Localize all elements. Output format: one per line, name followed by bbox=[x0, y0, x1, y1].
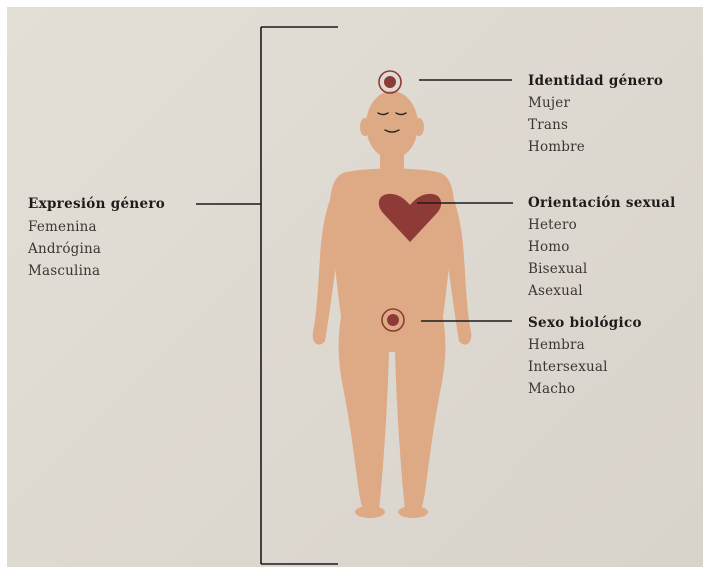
human-figure bbox=[313, 91, 472, 518]
figure-right-ear bbox=[414, 118, 424, 136]
identidad-marker bbox=[379, 71, 401, 93]
figure-neck bbox=[380, 149, 404, 171]
figure-right-foot bbox=[398, 506, 428, 518]
expresion-item: Femenina bbox=[28, 219, 97, 235]
sexo-item: Intersexual bbox=[528, 359, 608, 375]
identidad-dot bbox=[384, 76, 396, 88]
identidad-item: Trans bbox=[528, 117, 568, 133]
sexo-title: Sexo biológico bbox=[528, 315, 642, 331]
gender-diagram bbox=[7, 7, 703, 567]
sexo-dot bbox=[387, 314, 399, 326]
sexo-item: Hembra bbox=[528, 337, 585, 353]
orientacion-item: Hetero bbox=[528, 217, 577, 233]
diagram-frame: Identidad género Mujer Trans Hombre Orie… bbox=[7, 7, 703, 567]
identidad-title: Identidad género bbox=[528, 73, 663, 89]
sexo-item: Macho bbox=[528, 381, 575, 397]
figure-left-ear bbox=[360, 118, 370, 136]
expresion-title: Expresión género bbox=[28, 196, 165, 212]
figure-head bbox=[366, 91, 418, 159]
identidad-item: Hombre bbox=[528, 139, 585, 155]
orientacion-item: Asexual bbox=[528, 283, 583, 299]
identidad-item: Mujer bbox=[528, 95, 570, 111]
figure-left-foot bbox=[355, 506, 385, 518]
orientacion-item: Homo bbox=[528, 239, 570, 255]
orientacion-title: Orientación sexual bbox=[528, 195, 676, 211]
orientacion-item: Bisexual bbox=[528, 261, 587, 277]
expresion-item: Masculina bbox=[28, 263, 100, 279]
expresion-item: Andrógina bbox=[28, 241, 101, 257]
